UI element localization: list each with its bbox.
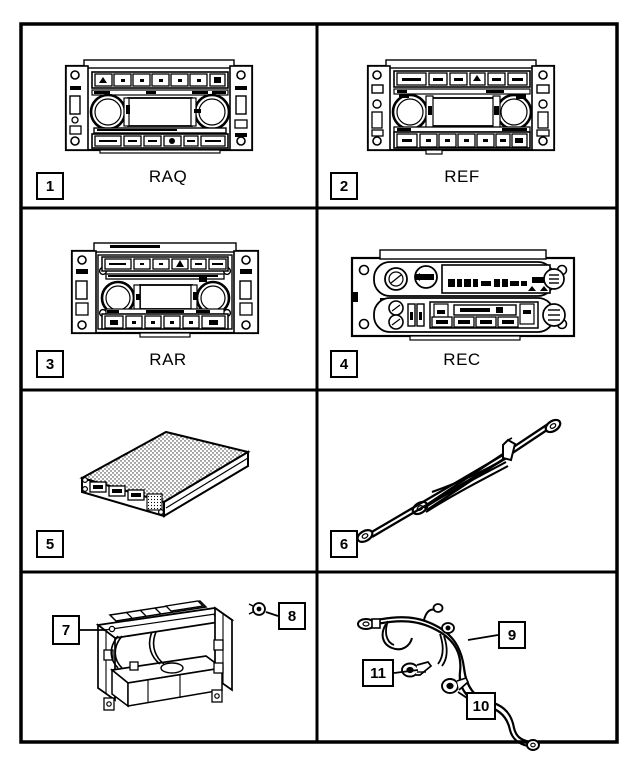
part-illustration-wiring-harness	[357, 603, 540, 751]
callout-box-4[interactable]: 4	[330, 350, 358, 378]
callout-box-7[interactable]: 7	[52, 615, 80, 645]
callout-box-10[interactable]: 10	[466, 692, 496, 720]
callout-box-6[interactable]: 6	[330, 530, 358, 558]
part-illustration-rar-radio	[70, 242, 260, 338]
cell-label-rec: REC	[443, 350, 481, 369]
part-illustration-amplifier	[79, 430, 251, 518]
cell-label-raq: RAQ	[148, 167, 188, 186]
part-illustration-rec-radio	[350, 249, 576, 341]
part-nut-10	[441, 676, 470, 694]
part-illustration-mounting-bracket	[95, 600, 266, 711]
callout-box-8[interactable]: 8	[278, 602, 306, 630]
callout-box-11[interactable]: 11	[362, 659, 394, 687]
part-illustration-cable-straps	[356, 418, 562, 543]
cell-label-rar: RAR	[149, 350, 187, 369]
frame-and-grid	[19, 22, 619, 744]
part-nut-8	[248, 602, 266, 616]
part-push-pin-11	[401, 661, 433, 678]
callout-box-5[interactable]: 5	[36, 530, 64, 558]
callout-box-3[interactable]: 3	[36, 350, 64, 378]
callout-box-9[interactable]: 9	[498, 621, 526, 649]
part-illustration-raq-radio	[64, 59, 254, 154]
callout-box-2[interactable]: 2	[330, 172, 358, 200]
callout-box-1[interactable]: 1	[36, 172, 64, 200]
cell-label-ref: REF	[444, 167, 480, 186]
part-illustration-ref-radio	[366, 59, 556, 155]
